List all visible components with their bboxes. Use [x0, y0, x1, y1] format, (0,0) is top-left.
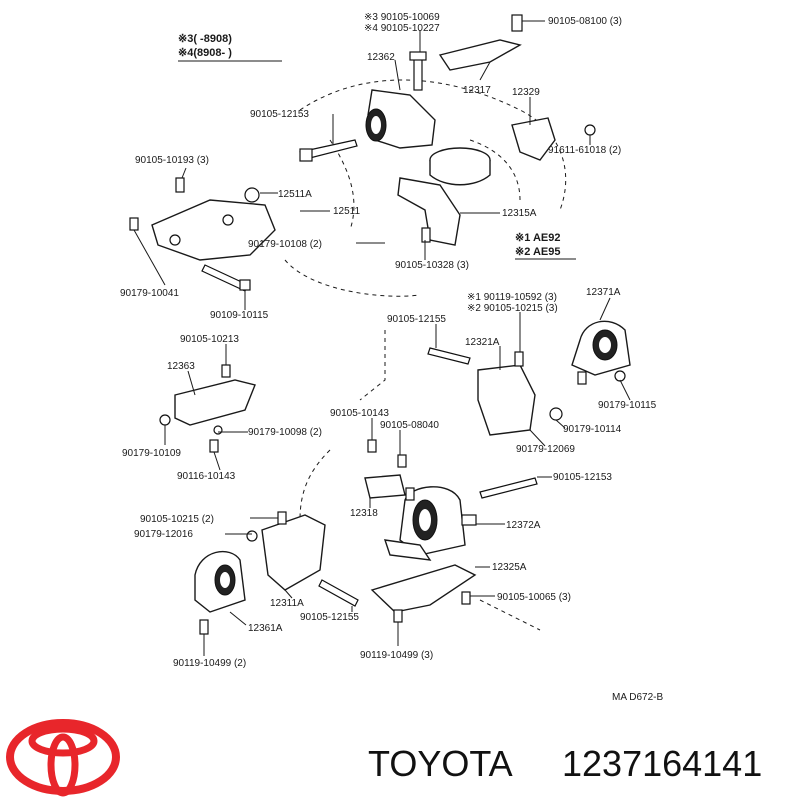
- part-12317-bracket: [438, 14, 523, 71]
- label-90109-10115: 90109-10115: [210, 310, 269, 321]
- label-90179-10041: 90179-10041: [120, 288, 179, 299]
- label-90105-10065: 90105-10065 (3): [497, 592, 571, 603]
- label-90105-12155-b: 90105-12155: [300, 612, 359, 623]
- part-12329-stay: [511, 117, 596, 161]
- label-90105-10069: ※3 90105-10069: [364, 12, 440, 23]
- label-90105-10215-a: 90105-10215 (2): [140, 514, 214, 525]
- part-12321A-bracket: [427, 347, 563, 436]
- part-12315A-bracket: [397, 177, 461, 246]
- part-12362-upper-mount: [365, 51, 436, 149]
- leader-lines: [133, 20, 631, 656]
- label-12315A: 12315A: [502, 208, 537, 219]
- part-labels: ※3 90105-10069 ※4 90105-10227 90105-0810…: [120, 12, 663, 703]
- legend-mid-line1: ※1 AE92: [515, 232, 561, 244]
- label-90105-10227: ※4 90105-10227: [364, 23, 440, 34]
- part-bolt-90105-12153: [299, 139, 358, 162]
- label-12318: 12318: [350, 508, 378, 519]
- label-90105-12153-a: 90105-12153: [250, 109, 309, 120]
- part-12361A-mount: [194, 550, 246, 635]
- legend-top-line2: ※4(8908- ): [178, 47, 232, 59]
- label-diagram-code: MA D672-B: [612, 692, 663, 703]
- label-12511A: 12511A: [278, 189, 312, 200]
- label-90179-12069: 90179-12069: [516, 444, 575, 455]
- part-engine-cap: [429, 147, 491, 186]
- label-90105-08100: 90105-08100 (3): [548, 16, 622, 27]
- toyota-logo-icon: [6, 719, 120, 797]
- part-12363-bracket: [159, 364, 256, 453]
- label-90179-12016: 90179-12016: [134, 529, 193, 540]
- label-90105-12155-a: 90105-12155: [387, 314, 446, 325]
- label-12511: 12511: [333, 206, 361, 217]
- label-90105-12153-b: 90105-12153: [553, 472, 612, 483]
- label-12372A: 12372A: [506, 520, 541, 531]
- label-90119-10499-b: 90119-10499 (3): [360, 650, 433, 661]
- part-bolt-90109-10115: [201, 264, 251, 292]
- label-90105-10213: 90105-10213: [180, 334, 239, 345]
- legend-mid-line2: ※2 AE95: [515, 246, 561, 258]
- part-number: 1237164141: [562, 743, 762, 784]
- part-12311A-bracket: [246, 511, 359, 607]
- label-90119-10499-a: 90119-10499 (2): [173, 658, 246, 669]
- label-12311A: 12311A: [270, 598, 304, 609]
- part-12325A-bracket: [370, 564, 477, 623]
- label-90105-08040: 90105-08040: [380, 420, 439, 431]
- label-12317: 12317: [463, 85, 491, 96]
- legend-mid: ※1 AE92 ※2 AE95: [515, 232, 576, 260]
- label-90105-10215-b: ※2 90105-10215 (3): [467, 303, 558, 314]
- label-12361A: 12361A: [248, 623, 283, 634]
- part-12372A-mount: [383, 477, 538, 561]
- label-90179-10098: 90179-10098 (2): [248, 427, 322, 438]
- legend-top-line1: ※3( -8908): [178, 33, 232, 45]
- part-12511-bracket: [129, 177, 276, 261]
- brand-name: TOYOTA: [368, 743, 513, 784]
- legend-top: ※3( -8908) ※4(8908- ): [178, 33, 282, 62]
- label-12325A: 12325A: [492, 562, 527, 573]
- label-12371A: 12371A: [586, 287, 621, 298]
- label-90179-10115: 90179-10115: [598, 400, 657, 411]
- label-90105-10143: 90105-10143: [330, 408, 389, 419]
- label-91611-61018: 91611-61018 (2): [548, 145, 621, 156]
- label-12329: 12329: [512, 87, 540, 98]
- label-90105-10328: 90105-10328 (3): [395, 260, 469, 271]
- label-90179-10109: 90179-10109: [122, 448, 181, 459]
- label-90105-10193: 90105-10193 (3): [135, 155, 209, 166]
- label-90179-10108: 90179-10108 (2): [248, 239, 322, 250]
- label-90119-10592: ※1 90119-10592 (3): [467, 292, 557, 303]
- label-12363: 12363: [167, 361, 195, 372]
- label-12321A: 12321A: [465, 337, 500, 348]
- label-90179-10114: 90179-10114: [563, 424, 622, 435]
- part-12371A-mount: [571, 320, 631, 385]
- part-12318-stay: [364, 439, 407, 499]
- label-90116-10143: 90116-10143: [177, 471, 236, 482]
- label-12362: 12362: [367, 52, 395, 63]
